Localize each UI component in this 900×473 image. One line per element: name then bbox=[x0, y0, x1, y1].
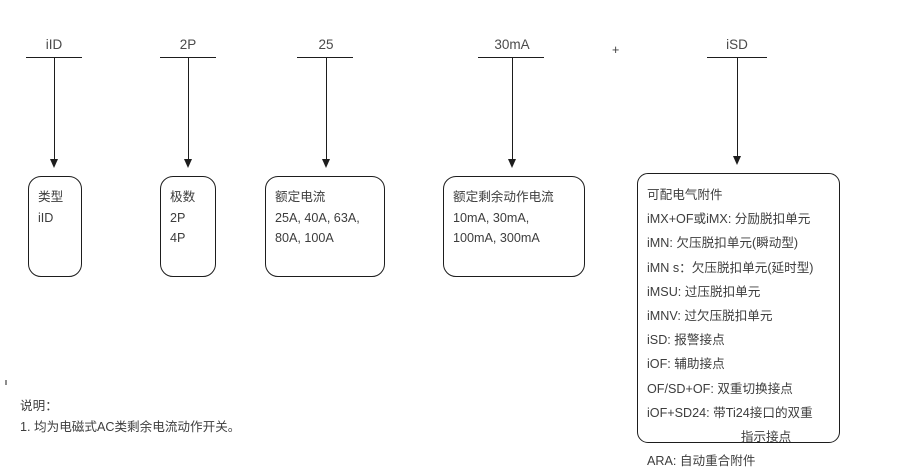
connector-arrow-shaft bbox=[188, 57, 189, 159]
accessory-item: iSD: 报警接点 bbox=[647, 333, 725, 348]
accessory-item: OF/SD+OF: 双重切换接点 bbox=[647, 381, 793, 396]
box-heading: 可配电气附件 bbox=[647, 188, 723, 202]
accessory-item: iMSU: 过压脱扣单元 bbox=[647, 284, 761, 299]
token-rule bbox=[478, 57, 544, 58]
box-value: 10mA, 30mA, bbox=[453, 210, 530, 225]
box-heading: 极数 bbox=[170, 190, 196, 204]
box-electrical-accessories: 可配电气附件 iMX+OF或iMX: 分励脱扣单元 iMN: 欠压脱扣单元(瞬动型)… bbox=[637, 173, 840, 468]
code-token-25: 25 bbox=[318, 37, 334, 52]
box-rated-residual-current: 额定剩余动作电流 10mA, 30mA, 100mA, 300mA bbox=[443, 176, 585, 277]
accessory-item: ARA: 自动重合附件 bbox=[647, 454, 756, 469]
code-token-2p: 2P bbox=[179, 37, 197, 52]
accessory-item: 指示接点 bbox=[740, 430, 792, 445]
connector-arrow-shaft bbox=[512, 57, 513, 159]
connector-arrow-shaft bbox=[737, 57, 738, 156]
note-heading: 说明： bbox=[20, 399, 58, 413]
box-value: 4P bbox=[170, 231, 186, 245]
box-value: 100mA, 300mA bbox=[453, 231, 540, 245]
connector-arrow-head bbox=[50, 159, 58, 168]
box-value: 25A, 40A, 63A, bbox=[275, 210, 360, 225]
accessory-item: iMX+OF或iMX: 分励脱扣单元 bbox=[647, 212, 811, 227]
artifact-speck bbox=[5, 380, 7, 385]
connector-arrow-head bbox=[733, 156, 741, 165]
box-type: 类型 iID bbox=[28, 176, 82, 277]
token-rule bbox=[297, 57, 353, 58]
connector-arrow-head bbox=[322, 159, 330, 168]
box-poles: 极数 2P 4P bbox=[160, 176, 216, 277]
accessory-item: iMNV: 过欠压脱扣单元 bbox=[647, 309, 773, 324]
code-token-isd: iSD bbox=[726, 37, 748, 52]
box-value: iID bbox=[38, 210, 54, 225]
box-value: 2P bbox=[170, 210, 186, 225]
connector-arrow-shaft bbox=[54, 57, 55, 159]
code-token-30ma: 30mA bbox=[494, 37, 530, 52]
accessory-item: iOF: 辅助接点 bbox=[647, 357, 725, 372]
box-heading: 额定电流 bbox=[275, 190, 326, 204]
connector-arrow-head bbox=[508, 159, 516, 168]
code-token-iid: iID bbox=[45, 37, 63, 52]
connector-arrow-head bbox=[184, 159, 192, 168]
box-heading: 额定剩余动作电流 bbox=[453, 190, 554, 204]
box-value: 80A, 100A bbox=[275, 231, 334, 245]
accessory-item: iOF+SD24: 带Ti24接口的双重 bbox=[647, 405, 813, 420]
connector-arrow-shaft bbox=[326, 57, 327, 159]
box-rated-current: 额定电流 25A, 40A, 63A, 80A, 100A bbox=[265, 176, 385, 277]
box-heading: 类型 bbox=[38, 190, 64, 204]
note-block: 说明： 1. 均为电磁式AC类剩余电流动作开关。 bbox=[20, 396, 240, 438]
note-item: 1. 均为电磁式AC类剩余电流动作开关。 bbox=[20, 420, 241, 434]
accessory-item: iMN: 欠压脱扣单元(瞬动型) bbox=[647, 236, 799, 251]
accessory-item: iMN s：欠压脱扣单元(延时型) bbox=[647, 260, 814, 275]
plus-separator: + bbox=[612, 43, 620, 57]
